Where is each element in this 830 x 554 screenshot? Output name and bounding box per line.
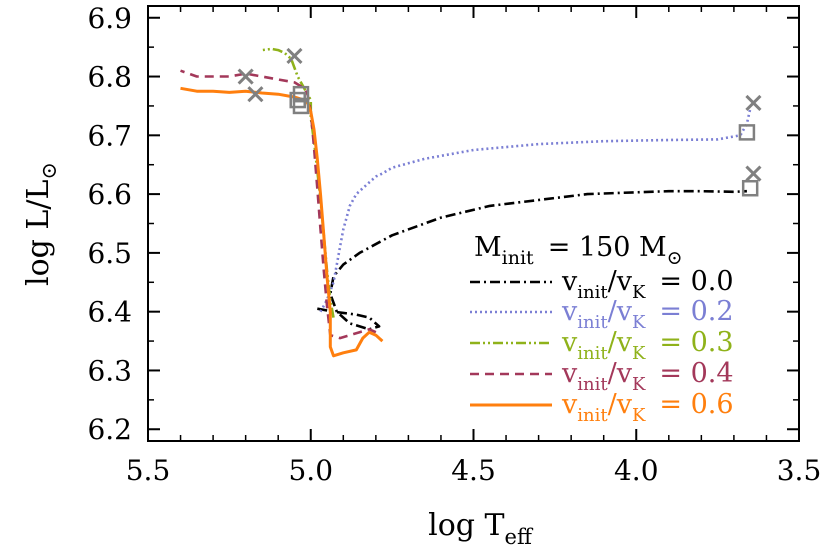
x-tick-label: 4.0: [614, 454, 659, 487]
y-tick-label: 6.9: [87, 2, 132, 35]
tick-layer: 5.5 5.0 4.5 4.0 3.5 6.2 6.3 6.4 6.5 6.6 6.7 6.8 6.9: [87, 2, 821, 487]
y-axis-title: log L/L⊙: [21, 162, 61, 286]
legend-label-4: vinit/vK= 0.6: [561, 389, 734, 426]
series-line-4: [180, 86, 384, 358]
legend-label-2: vinit/vK= 0.3: [561, 327, 734, 364]
series-line-0: [317, 189, 747, 331]
y-tick-label: 6.6: [87, 178, 132, 211]
legend-label-0: vinit/vK= 0.0: [561, 266, 734, 303]
y-tick-label: 6.4: [87, 296, 132, 329]
zams-marker-4: [292, 97, 310, 115]
y-tick-label: 6.3: [87, 354, 132, 387]
x-tick-label: 5.0: [288, 454, 333, 487]
y-tick-label: 6.2: [87, 413, 132, 446]
series-line-2: [261, 47, 335, 318]
x-axis-title: log Teff: [428, 508, 534, 549]
endpoint-cross-0: [745, 165, 762, 182]
y-tick-label: 6.8: [87, 61, 132, 94]
zams-marker-1: [738, 124, 756, 141]
legend-title: Minit= 150 M⊙: [474, 232, 683, 269]
y-tick-label: 6.5: [87, 237, 132, 270]
zams-marker-0: [741, 179, 759, 197]
x-tick-label: 4.5: [451, 454, 496, 487]
x-tick-label: 3.5: [777, 454, 822, 487]
series-line-3: [180, 69, 377, 340]
marker-layer: [237, 47, 762, 197]
series-line-1: [319, 108, 752, 313]
y-tick-label: 6.7: [87, 119, 132, 152]
series-layer: [180, 47, 752, 358]
legend-label-1: vinit/vK= 0.2: [561, 296, 734, 333]
legend-label-3: vinit/vK= 0.4: [561, 358, 734, 395]
endpoint-cross-4: [247, 86, 264, 103]
endpoint-cross-1: [745, 94, 762, 112]
endpoint-cross-2: [286, 47, 303, 65]
endpoint-cross-3: [237, 68, 254, 85]
x-tick-label: 5.5: [126, 454, 171, 487]
